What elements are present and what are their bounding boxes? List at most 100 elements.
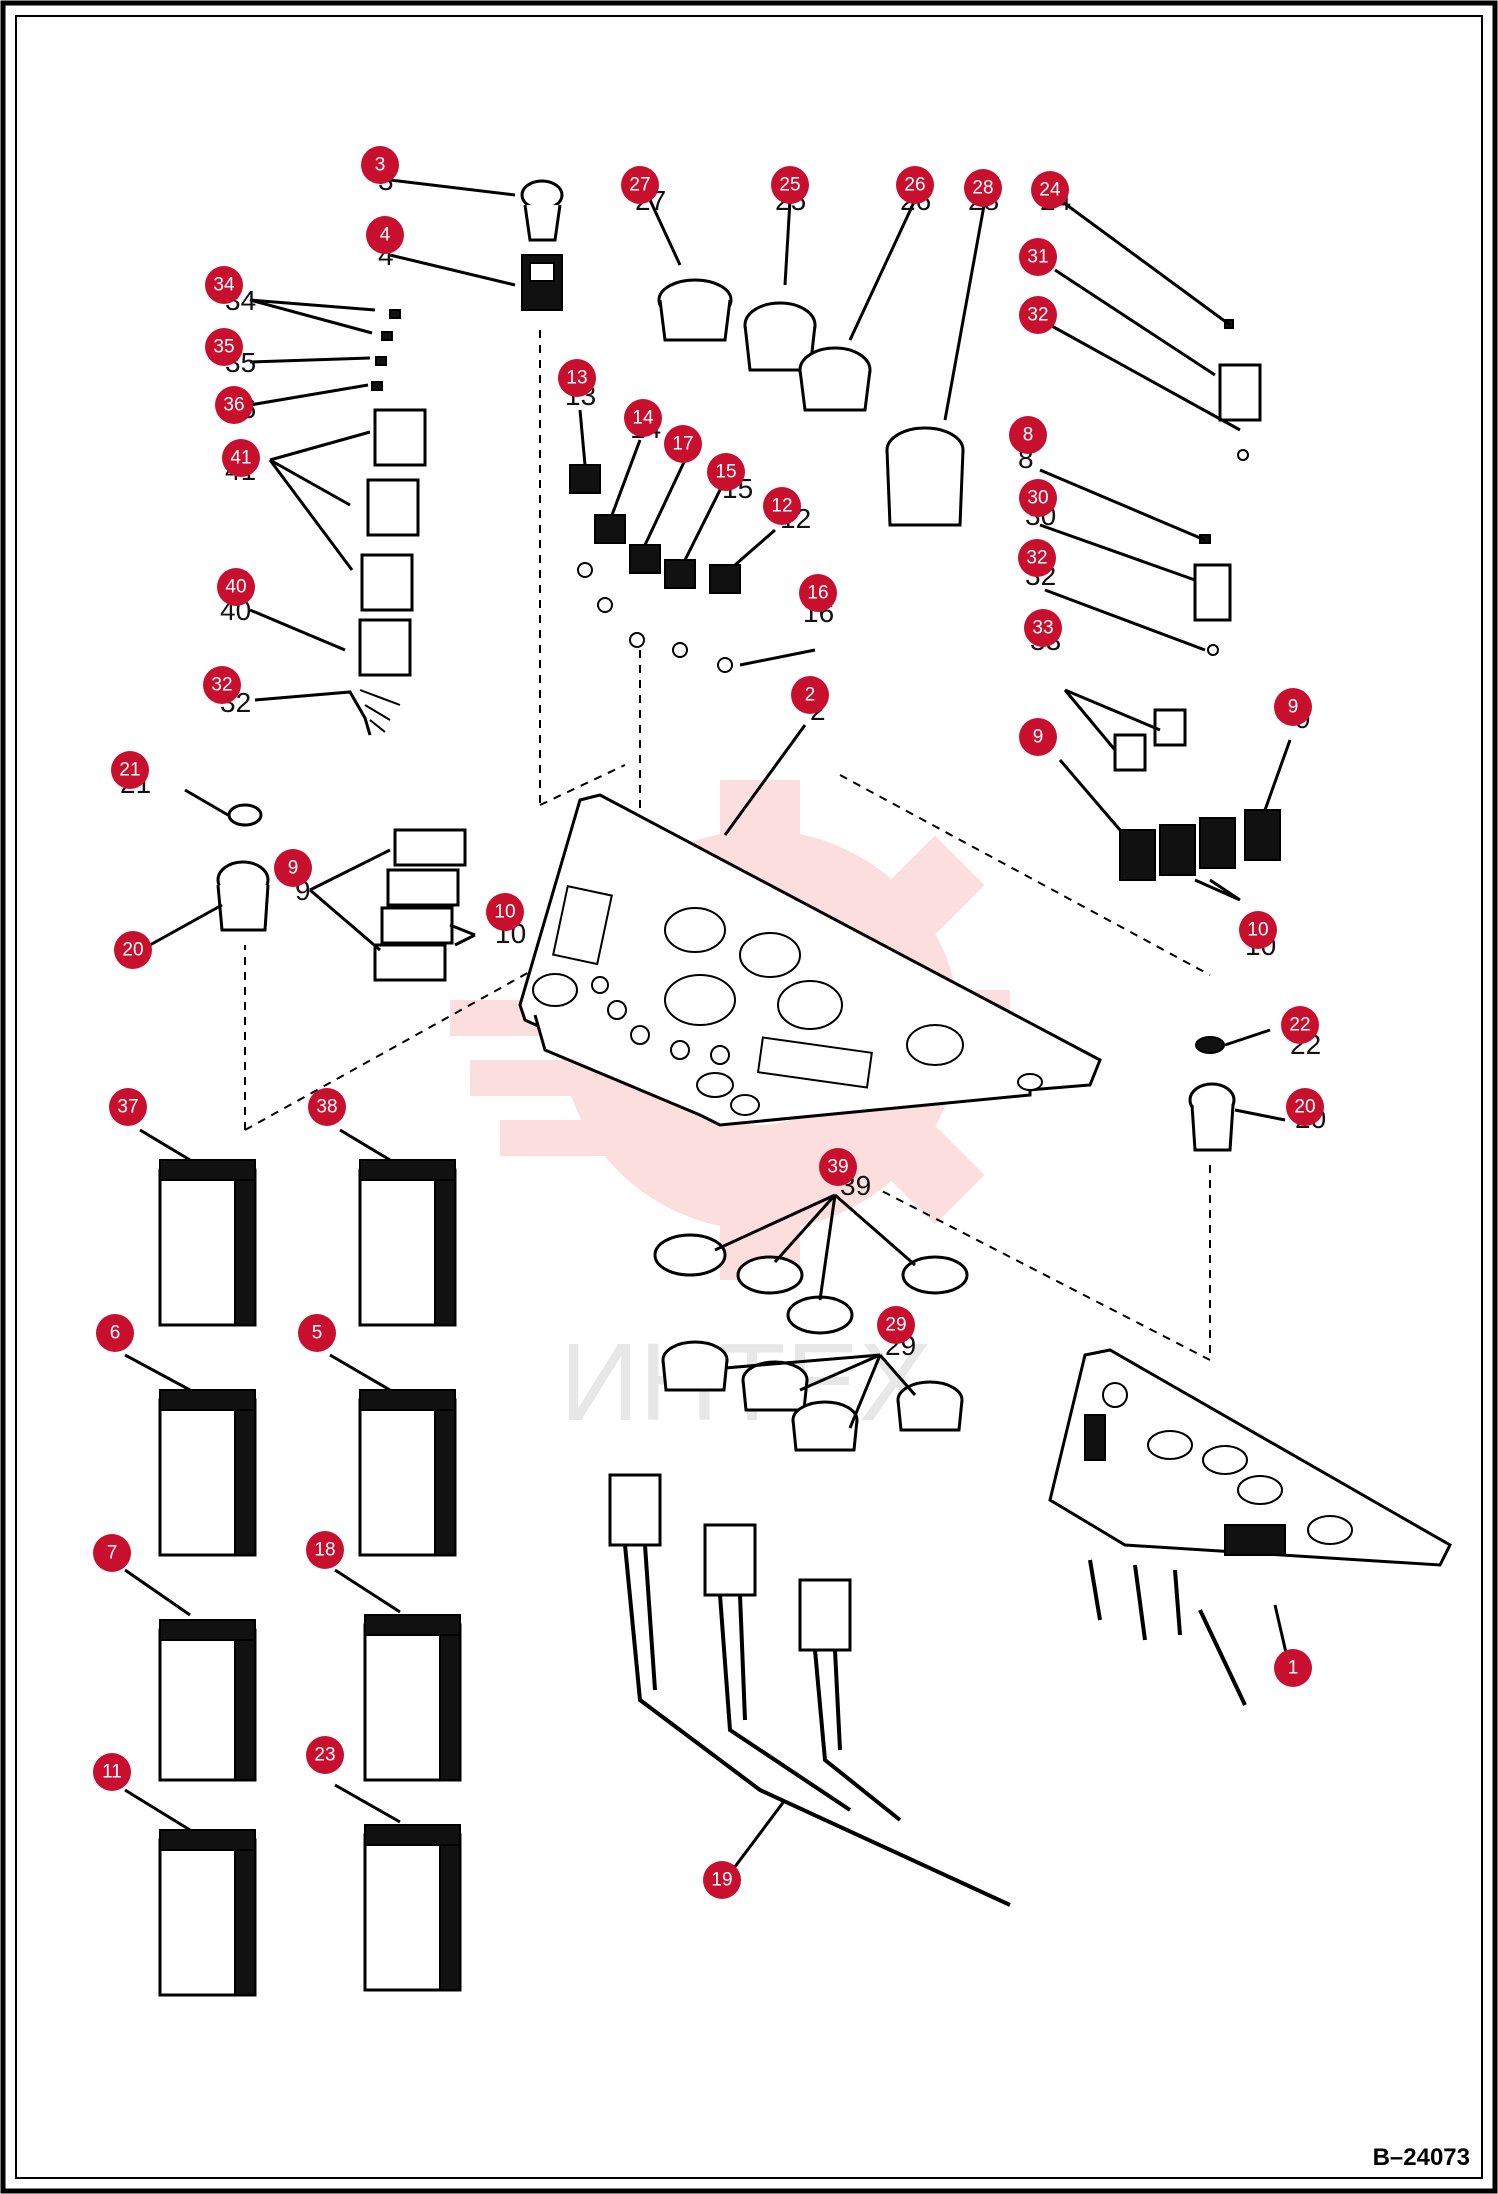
callout[interactable]: 1: [1274, 1649, 1312, 1687]
callout[interactable]: 22: [1281, 1006, 1319, 1044]
callout[interactable]: 21: [111, 751, 149, 789]
callout[interactable]: 27: [621, 166, 659, 204]
wire-harness: [608, 1473, 1011, 1907]
svg-text:24: 24: [1039, 180, 1061, 201]
svg-text:27: 27: [629, 175, 650, 196]
callout[interactable]: 18: [306, 1531, 344, 1569]
callout[interactable]: 37: [109, 1088, 147, 1126]
svg-text:32: 32: [211, 675, 232, 696]
callouts: 3 4 27 25 26 28 24 31 32 34 35 36 41 13 …: [93, 146, 1324, 1899]
svg-text:10: 10: [494, 902, 515, 923]
callout[interactable]: 20: [114, 931, 152, 969]
callout[interactable]: 41: [222, 439, 260, 477]
svg-text:21: 21: [119, 760, 140, 781]
svg-text:13: 13: [566, 368, 587, 389]
callout[interactable]: 31: [1019, 238, 1057, 276]
callout[interactable]: 39: [819, 1148, 857, 1186]
left-housings: [216, 803, 1236, 1152]
svg-text:40: 40: [225, 577, 246, 598]
svg-text:23: 23: [314, 1745, 335, 1766]
knob-and-switch: [520, 179, 564, 311]
callout[interactable]: 9: [1019, 718, 1057, 756]
callout[interactable]: 33: [1024, 609, 1062, 647]
svg-text:17: 17: [672, 434, 693, 455]
callout[interactable]: 19: [703, 1861, 741, 1899]
callout[interactable]: 15: [707, 453, 745, 491]
callout[interactable]: 30: [1019, 479, 1057, 517]
svg-text:15: 15: [715, 462, 736, 483]
callout[interactable]: 10: [486, 893, 524, 931]
callout[interactable]: 25: [771, 166, 809, 204]
svg-text:2: 2: [805, 685, 816, 706]
svg-text:22: 22: [1289, 1015, 1310, 1036]
svg-text:12: 12: [771, 496, 792, 517]
assembly-dash-lines: [244, 330, 1211, 1361]
svg-text:39: 39: [827, 1157, 848, 1178]
callout[interactable]: 7: [93, 1534, 131, 1572]
svg-text:1: 1: [1288, 1658, 1299, 1679]
callout[interactable]: 11: [93, 1753, 131, 1791]
svg-text:14: 14: [632, 408, 654, 429]
callout[interactable]: 17: [664, 425, 702, 463]
svg-text:41: 41: [230, 448, 251, 469]
callout[interactable]: 26: [896, 166, 934, 204]
assembled-panel: [1048, 1348, 1452, 1706]
leader-lines: [124, 178, 1292, 1881]
callout[interactable]: 5: [298, 1314, 336, 1352]
callout[interactable]: 32: [1019, 296, 1057, 334]
center-switches: [569, 464, 741, 673]
svg-text:29: 29: [885, 1315, 906, 1336]
svg-text:35: 35: [213, 337, 234, 358]
callout[interactable]: 34: [205, 266, 243, 304]
svg-text:20: 20: [1294, 1097, 1315, 1118]
callout[interactable]: 32: [1018, 539, 1056, 577]
callout[interactable]: 14: [624, 399, 662, 437]
inner-border: [15, 15, 1483, 2179]
svg-text:28: 28: [972, 178, 993, 199]
right-switches: [1113, 319, 1281, 881]
svg-text:9: 9: [1033, 727, 1044, 748]
svg-text:31: 31: [1027, 247, 1048, 268]
gauge-group: [657, 278, 965, 527]
callout[interactable]: 2: [791, 676, 829, 714]
svg-text:30: 30: [1027, 488, 1048, 509]
callout[interactable]: 9: [274, 849, 312, 887]
callout[interactable]: 4: [366, 216, 404, 254]
callout[interactable]: 38: [308, 1088, 346, 1126]
callout[interactable]: 3: [361, 146, 399, 184]
callout[interactable]: 36: [215, 386, 253, 424]
callout[interactable]: 10: [1239, 911, 1277, 949]
callout[interactable]: 23: [306, 1736, 344, 1774]
svg-text:9: 9: [288, 858, 299, 879]
callout[interactable]: 6: [96, 1314, 134, 1352]
svg-text:10: 10: [1247, 920, 1268, 941]
callout[interactable]: 40: [217, 568, 255, 606]
callout[interactable]: 32: [203, 666, 241, 704]
dash-panel: [518, 793, 1102, 1127]
callout[interactable]: 20: [1286, 1088, 1324, 1126]
svg-text:11: 11: [102, 1762, 122, 1783]
svg-text:20: 20: [122, 940, 143, 961]
callout[interactable]: 8: [1009, 416, 1047, 454]
callout[interactable]: 9: [1274, 688, 1312, 726]
callout[interactable]: 13: [558, 359, 596, 397]
svg-text:8: 8: [1023, 425, 1034, 446]
callout[interactable]: 12: [763, 487, 801, 525]
callout[interactable]: 16: [799, 574, 837, 612]
drawing-number: B–24073: [1372, 2144, 1470, 2171]
svg-text:18: 18: [314, 1540, 335, 1561]
callout[interactable]: 29: [877, 1306, 915, 1344]
callout[interactable]: 24: [1031, 171, 1069, 209]
svg-text:32: 32: [1027, 305, 1048, 326]
svg-text:5: 5: [312, 1323, 323, 1344]
left-switches: [358, 309, 427, 733]
svg-text:25: 25: [779, 175, 800, 196]
rings-and-nuts: [653, 1233, 969, 1452]
svg-text:6: 6: [110, 1323, 121, 1344]
svg-text:19: 19: [711, 1870, 732, 1891]
svg-text:32: 32: [1026, 548, 1047, 569]
svg-text:34: 34: [213, 275, 235, 296]
callout[interactable]: 35: [205, 328, 243, 366]
callout[interactable]: 28: [964, 169, 1002, 207]
